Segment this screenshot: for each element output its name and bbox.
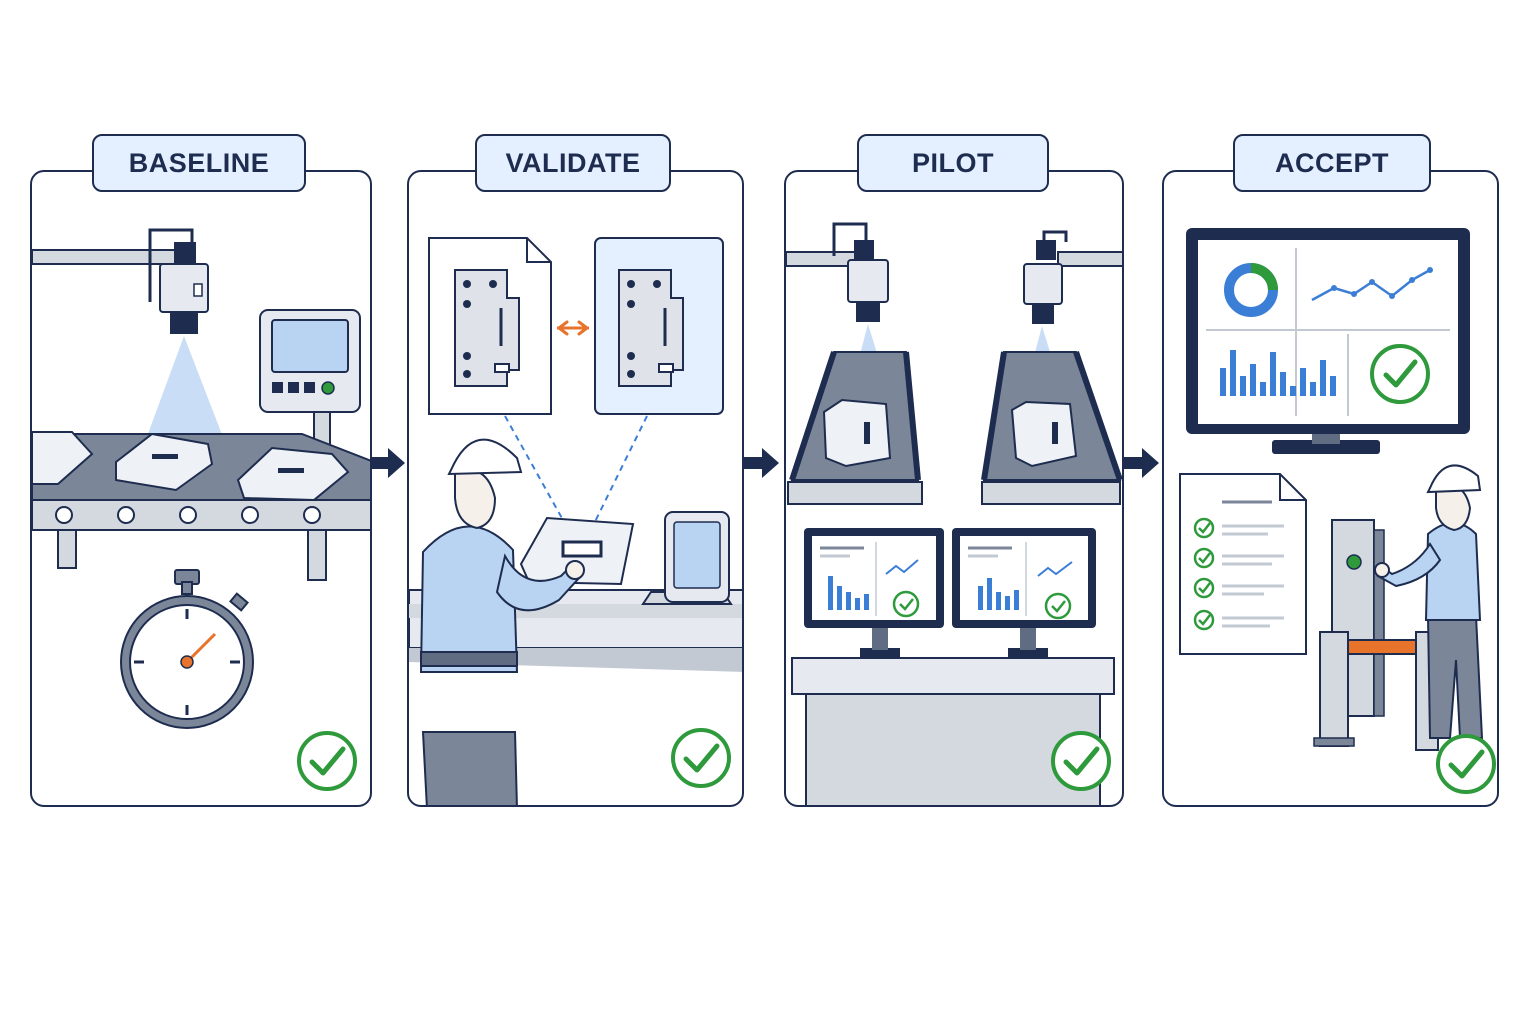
stopwatch-icon (120, 569, 254, 729)
check-circle-icon (297, 731, 357, 791)
worker-icon (419, 438, 585, 805)
captured-image-icon (594, 237, 724, 415)
inclined-conveyor-icon (981, 351, 1122, 505)
tablet-icon (641, 511, 733, 605)
dashboard-monitor-icon (952, 528, 1096, 658)
flow-arrow-icon (370, 448, 405, 478)
flow-arrow-icon (1124, 448, 1159, 478)
control-panel-icon (259, 309, 361, 461)
dashboard-monitor-icon (1186, 228, 1470, 454)
stage-label-validate: VALIDATE (475, 134, 671, 192)
check-circle-icon (1051, 731, 1111, 791)
vision-camera-icon (32, 228, 228, 450)
worker-icon (1374, 464, 1484, 739)
stage-label-accept: ACCEPT (1233, 134, 1431, 192)
stage-label-pilot: PILOT (857, 134, 1049, 192)
turnstile-gate-icon (1313, 519, 1439, 751)
checklist-document-icon (1179, 473, 1307, 655)
check-circle-icon (1436, 734, 1496, 794)
flow-arrow-icon (744, 448, 779, 478)
conveyor-belt-icon (32, 431, 370, 581)
stage-panel-baseline (30, 170, 372, 807)
dashboard-monitor-icon (804, 528, 944, 658)
stage-panel-pilot (784, 170, 1124, 807)
compare-arrow-icon (557, 320, 589, 336)
check-circle-icon (671, 728, 731, 788)
reference-document-icon (428, 237, 552, 415)
stage-panel-accept (1162, 170, 1499, 807)
inclined-conveyor-icon (787, 351, 923, 505)
stage-panel-validate (407, 170, 744, 807)
stage-label-baseline: BASELINE (92, 134, 306, 192)
